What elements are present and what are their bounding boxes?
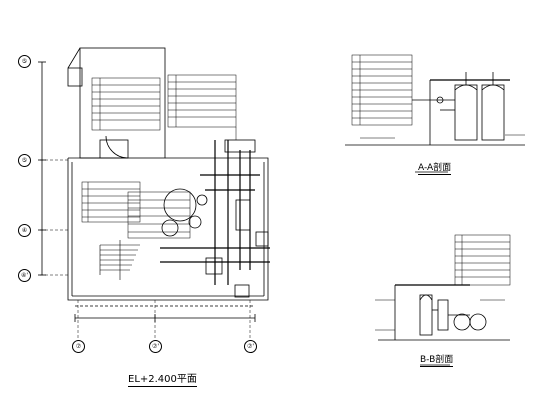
- section-aa-title: A-A剖面: [418, 160, 452, 175]
- axis-bubble-left: ⑤: [18, 55, 31, 68]
- axis-bubble-left: ④': [18, 269, 31, 282]
- axis-bubble-bottom: ⑦': [149, 340, 162, 353]
- plan-title: EL+2.400平面: [128, 370, 197, 387]
- section-aa-view: [345, 54, 525, 173]
- axis-bubble-left: ④: [18, 224, 31, 237]
- plan-view: [38, 47, 270, 340]
- section-bb-view: [375, 234, 511, 366]
- axis-bubble-bottom: ⑦: [72, 340, 85, 353]
- section-bb-title: B-B剖面: [420, 352, 454, 367]
- axis-bubble-bottom: ⑦': [244, 340, 257, 353]
- axis-bubble-left: ⑤: [18, 154, 31, 167]
